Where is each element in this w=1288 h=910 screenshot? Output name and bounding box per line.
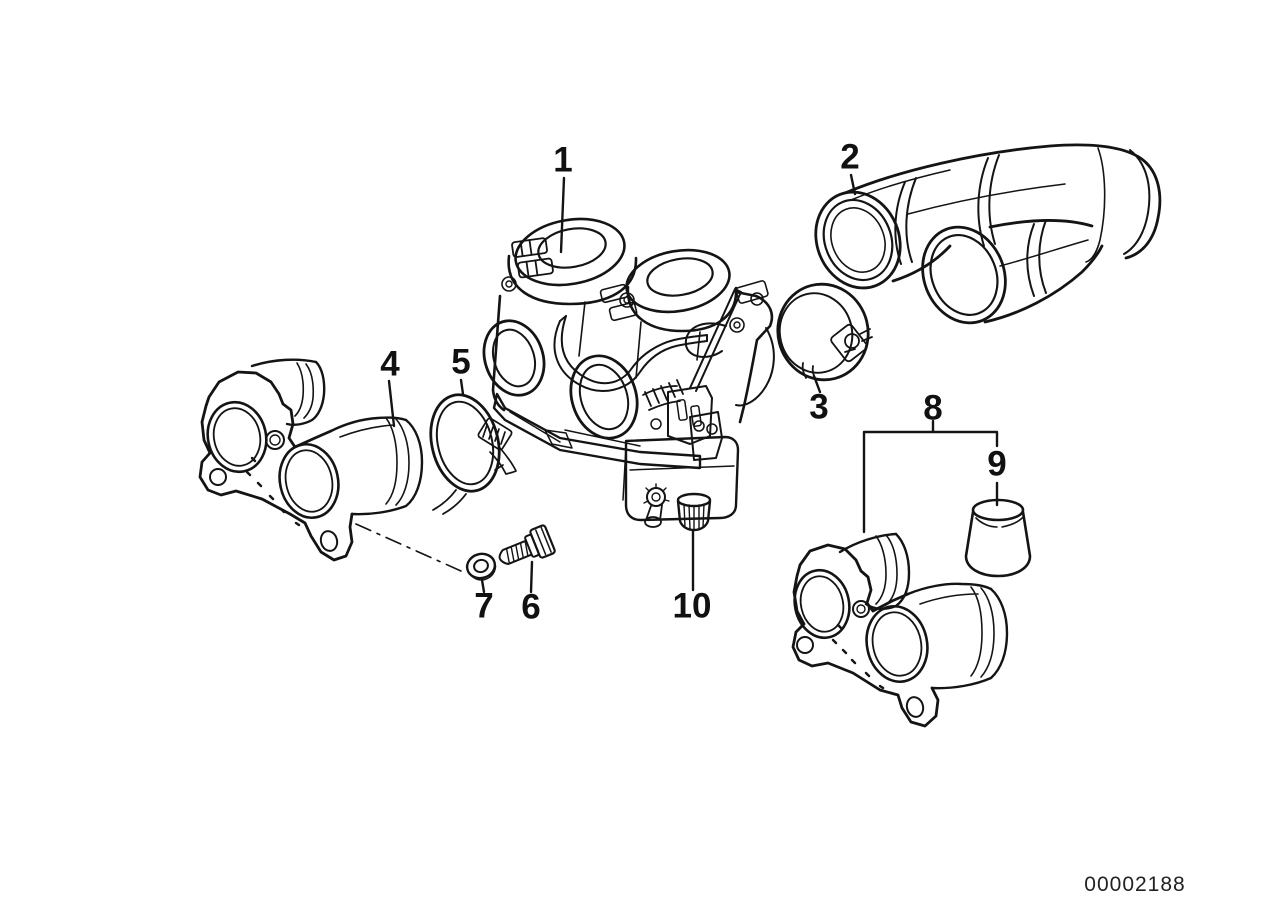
leader-7 [480,578,486,594]
callout-8: 8 [923,388,943,428]
axis-line-bolt [355,523,462,572]
part-hose-clamp-lower [429,393,517,515]
part-intake-duct [814,143,1162,325]
callout-2: 2 [840,137,860,177]
callout-4: 4 [380,344,400,384]
callout-3: 3 [809,387,829,427]
callout-7: 7 [474,586,494,626]
callout-10: 10 [672,586,712,626]
leader-8-bracket [862,419,999,534]
diagram-number: 00002188 [1084,873,1186,896]
part-intake-manifold-left [198,358,424,562]
part-rubber-plug [964,498,1032,578]
callout-1: 1 [553,140,573,180]
part-intake-manifold-right [791,532,1009,728]
part-carburetor-assembly [482,217,775,528]
part-hose-clamp-upper [776,282,873,382]
leader-2 [849,173,857,196]
callout-9: 9 [987,444,1007,484]
leader-6 [529,560,534,594]
part-cap [676,492,712,532]
leader-5 [459,378,465,396]
leader-4 [387,379,396,428]
leader-1 [559,176,566,254]
callout-leader-lines [355,173,999,594]
part-bolt [498,524,556,565]
leader-3 [812,374,822,394]
part-washer [465,552,497,581]
callout-5: 5 [451,342,471,382]
callout-6: 6 [521,587,541,627]
